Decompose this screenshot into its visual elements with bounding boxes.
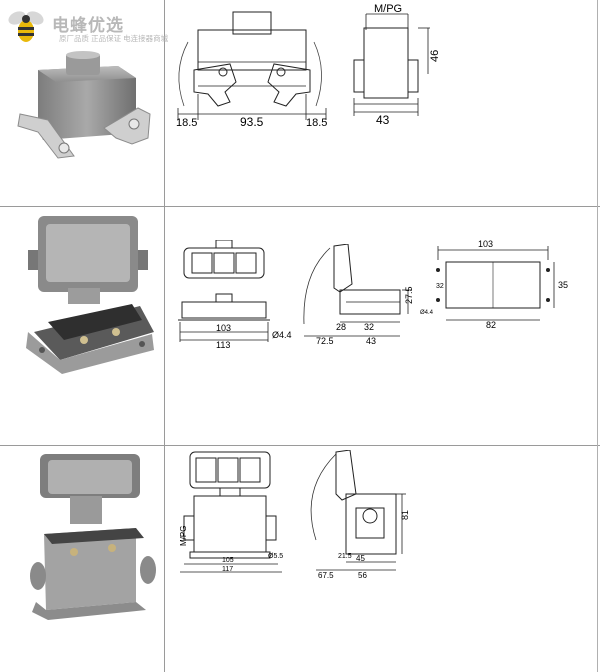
dim-w-outer-3: 117	[222, 566, 233, 573]
dim-d2-3: 21.5	[338, 553, 352, 560]
dim-mpg-3: M/PG	[179, 526, 188, 546]
dim-d4: 43	[366, 336, 376, 346]
row-divider-2	[0, 445, 600, 446]
dim-tiny: Ø4.4	[420, 310, 434, 316]
dim-small: 32	[436, 283, 444, 290]
dim-height: 46	[429, 50, 440, 62]
drawing-1-front: 18.5 93.5 18.5	[170, 2, 330, 132]
dim-d2: 28	[336, 322, 346, 332]
dim-left: 18.5	[176, 117, 197, 129]
dim-depth: 43	[376, 113, 390, 127]
dim-bottom: 82	[486, 320, 496, 330]
right-border	[597, 0, 598, 672]
dim-d3: 32	[364, 322, 374, 332]
drawing-1-side: M/PG 46 43	[340, 0, 440, 132]
baseline-rule	[172, 352, 562, 356]
dim-width: 93.5	[240, 115, 264, 129]
bee-icon	[8, 11, 44, 42]
logo-tagline: 原厂品质 正品保证 电连接器商城	[59, 34, 169, 43]
dim-hole-3: Ø5.5	[268, 553, 283, 560]
product-photo-2	[20, 214, 160, 384]
column-divider	[164, 0, 165, 672]
dim-side: 35	[558, 280, 568, 290]
dim-hole: Ø4.4	[272, 330, 292, 340]
dim-h: 27.5	[404, 286, 414, 304]
drawing-2-cutout: 103 Ø4.4 32 35 82	[418, 238, 568, 330]
dim-w-outer: 113	[216, 340, 230, 350]
drawing-3-front: M/PG 105 117 Ø5.5	[170, 450, 290, 580]
dim-d4-3: 56	[358, 571, 367, 580]
drawing-2-side: 27.5 28 32 72.5 43	[290, 244, 420, 356]
dim-w-inner-3: 105	[222, 557, 234, 564]
dim-w-inner: 103	[216, 323, 231, 333]
dim-d3-3: 45	[356, 554, 365, 563]
dim-right: 18.5	[306, 117, 327, 129]
dim-h-3: 81	[400, 510, 410, 520]
dim-top: 103	[478, 239, 493, 249]
row-divider-1	[0, 206, 600, 207]
logo-name: 电蜂优选	[52, 16, 124, 35]
dim-mpg: M/PG	[374, 3, 402, 15]
product-photo-1	[8, 48, 158, 176]
drawing-3-side: 81 21.5 45 67.5 56	[296, 450, 420, 580]
dim-d1: 72.5	[316, 336, 334, 346]
drawing-2-front: 103 113 Ø4.4	[172, 240, 298, 354]
dim-d1-3: 67.5	[318, 571, 334, 580]
product-photo-3	[26, 452, 156, 622]
brand-logo: 电蜂优选 原厂品质 正品保证 电连接器商城	[4, 4, 168, 46]
